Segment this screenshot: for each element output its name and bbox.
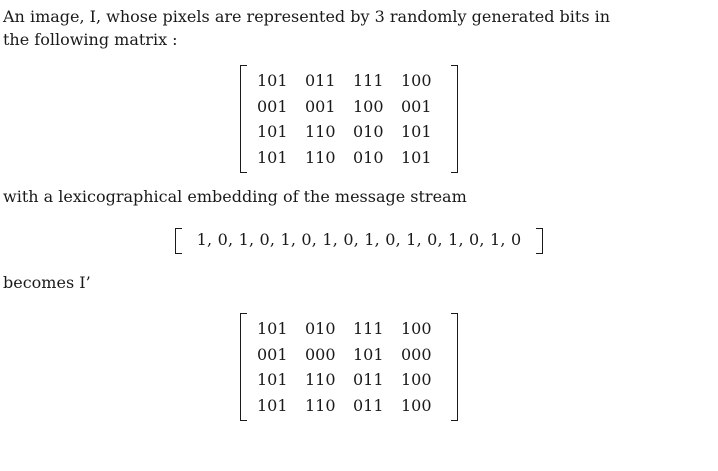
matrix-cell: 111 (353, 71, 384, 91)
matrix-cell: 010 (305, 319, 336, 339)
matrix-row: 101 010 111 100 (257, 316, 449, 342)
matrix-cell: 011 (353, 370, 384, 390)
matrix-embedded: 101 010 111 100 001 000 101 000 101 110 … (240, 313, 458, 421)
message-stream-values: 1, 0, 1, 0, 1, 0, 1, 0, 1, 0, 1, 0, 1, 0… (196, 230, 522, 249)
matrix-cell: 011 (305, 71, 336, 91)
matrix-cell: 100 (401, 395, 432, 415)
matrix-cell: 110 (305, 395, 336, 415)
matrix-cell: 101 (257, 71, 288, 91)
matrix-cell: 101 (257, 122, 288, 142)
matrix-original: 101 011 111 100 001 001 100 001 101 110 … (240, 65, 458, 173)
matrix-cell: 000 (305, 344, 336, 364)
matrix-row: 101 110 011 100 (257, 367, 449, 393)
intro-line-2: the following matrix : (3, 30, 178, 49)
matrix-cell: 100 (401, 370, 432, 390)
becomes-text: becomes I’ (3, 273, 91, 292)
matrix-right-bracket (451, 313, 458, 421)
matrix-cell: 101 (257, 395, 288, 415)
vector-right-bracket (536, 228, 543, 254)
matrix-row: 101 110 010 101 (257, 145, 449, 171)
matrix-cell: 101 (401, 147, 432, 167)
matrix-cell: 010 (353, 122, 384, 142)
matrix-cell: 100 (353, 96, 384, 116)
matrix-cell: 111 (353, 319, 384, 339)
matrix-cell: 101 (353, 344, 384, 364)
matrix-cell: 010 (353, 147, 384, 167)
matrix-cell: 001 (257, 344, 288, 364)
matrix-cell: 101 (257, 370, 288, 390)
matrix-cell: 001 (257, 96, 288, 116)
matrix-row: 101 011 111 100 (257, 68, 449, 94)
vector-left-bracket (175, 228, 182, 254)
matrix-row: 101 110 011 100 (257, 393, 449, 419)
matrix-cell: 001 (401, 96, 432, 116)
matrix-right-bracket (451, 65, 458, 173)
matrix-cell: 011 (353, 395, 384, 415)
matrix-cell: 110 (305, 147, 336, 167)
matrix-left-bracket (240, 65, 247, 173)
matrix-cell: 000 (401, 344, 432, 364)
matrix-cell: 101 (257, 319, 288, 339)
matrix-row: 101 110 010 101 (257, 119, 449, 145)
matrix-left-bracket (240, 313, 247, 421)
matrix-row: 001 001 100 001 (257, 94, 449, 120)
matrix-row: 001 000 101 000 (257, 342, 449, 368)
matrix-cell: 110 (305, 370, 336, 390)
message-stream-vector: 1, 0, 1, 0, 1, 0, 1, 0, 1, 0, 1, 0, 1, 0… (175, 228, 543, 254)
matrix-cell: 101 (401, 122, 432, 142)
matrix-cell: 001 (305, 96, 336, 116)
intro-line-1: An image, I, whose pixels are represente… (3, 7, 611, 26)
matrix-cell: 101 (257, 147, 288, 167)
matrix-cell: 100 (401, 319, 432, 339)
matrix-cell: 110 (305, 122, 336, 142)
matrix-cell: 100 (401, 71, 432, 91)
embedding-sentence: with a lexicographical embedding of the … (3, 187, 467, 206)
